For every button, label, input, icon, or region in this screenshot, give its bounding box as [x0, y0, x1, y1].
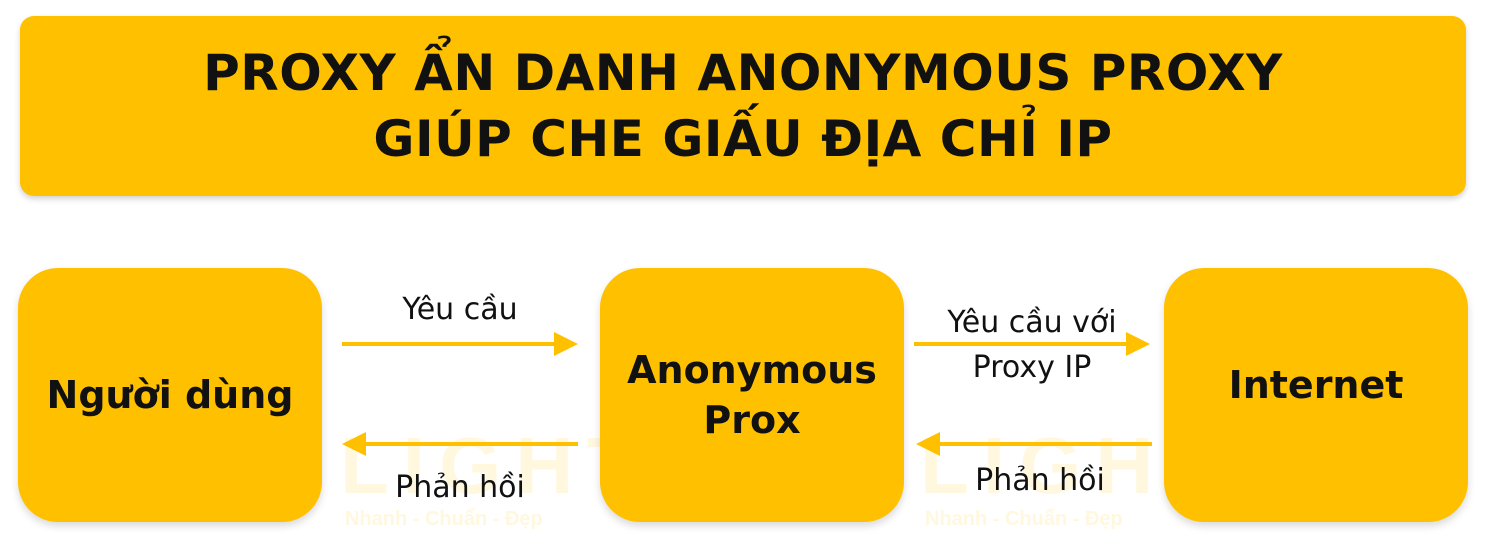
node-proxy-label-line-2: Prox	[703, 398, 801, 442]
node-proxy-label-line-1: Anonymous	[627, 348, 877, 392]
watermark-slogan-right: Nhanh - Chuẩn - Đẹp	[925, 508, 1123, 530]
title-line-1: PROXY ẨN DANH ANONYMOUS PROXY	[203, 44, 1283, 102]
node-internet-label: Internet	[1228, 363, 1404, 407]
watermark-slogan-left: Nhanh - Chuẩn - Đẹp	[345, 508, 543, 530]
title-line-2: GIÚP CHE GIẤU ĐỊA CHỈ IP	[373, 110, 1113, 168]
watermark-logo-left: LIGHT	[340, 421, 650, 510]
edge-label-response-left: Phản hồi	[395, 470, 525, 505]
node-user-label: Người dùng	[46, 373, 294, 417]
node-internet: Internet	[1164, 268, 1468, 522]
title-banner: PROXY ẨN DANH ANONYMOUS PROXY GIÚP CHE G…	[20, 16, 1466, 196]
edge-label-request-proxy-line-2: Proxy IP	[972, 350, 1092, 385]
edge-label-request-proxy-line-1: Yêu cầu với	[947, 305, 1117, 340]
node-user: Người dùng	[18, 268, 322, 522]
node-anonymous-proxy: Anonymous Prox	[600, 268, 904, 522]
edge-label-response-right: Phản hồi	[975, 463, 1105, 498]
edge-label-request: Yêu cầu	[402, 292, 518, 327]
